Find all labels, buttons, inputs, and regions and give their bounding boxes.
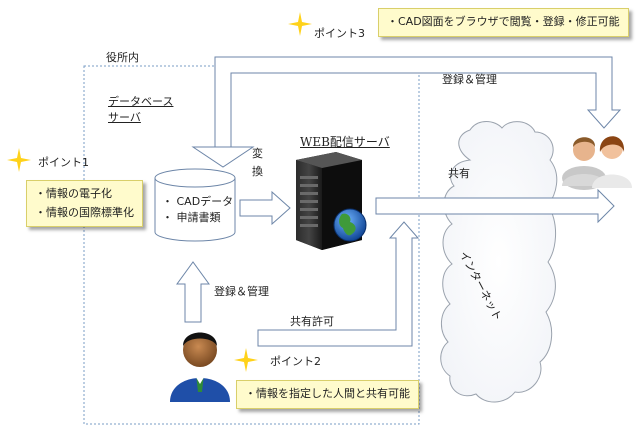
point3-line1: ・CAD図面をブラウザで閲覧・登録・修正可能 xyxy=(387,15,620,28)
star-icon-point2 xyxy=(234,348,258,372)
point2-note: ・情報を指定した人間と共有可能 xyxy=(236,380,419,409)
arrow-share-permission xyxy=(257,221,420,347)
point1-title: ポイント1 xyxy=(38,156,89,169)
convert-label-char1: 変 xyxy=(252,147,263,160)
internet-cloud xyxy=(440,121,558,403)
staff-person-icon xyxy=(170,332,230,402)
office-label: 役所内 xyxy=(106,51,139,64)
top-flow-arrow xyxy=(191,56,622,168)
db-item-documents: ・ 申請書類 xyxy=(162,211,221,224)
convert-label-char2: 換 xyxy=(252,165,263,178)
arrow-up-to-db xyxy=(176,261,210,323)
point1-note: ・情報の電子化 ・情報の国際標準化 xyxy=(26,180,143,228)
arrow-db-to-web xyxy=(239,190,291,226)
star-icon-point3 xyxy=(288,12,312,36)
point3-title: ポイント3 xyxy=(314,27,365,40)
database-cylinder xyxy=(154,168,236,242)
point2-title: ポイント2 xyxy=(270,355,321,368)
share-permission-label: 共有許可 xyxy=(290,315,334,328)
point3-note: ・CAD図面をブラウザで閲覧・登録・修正可能 xyxy=(378,8,629,37)
arrow-web-to-users xyxy=(375,188,615,224)
db-item-cad: ・ CADデータ xyxy=(162,195,234,208)
register-manage-bottom-label: 登録＆管理 xyxy=(214,285,269,298)
office-boundary xyxy=(83,65,420,425)
point1-line1: ・情報の電子化 xyxy=(35,187,112,200)
point2-line1: ・情報を指定した人間と共有可能 xyxy=(245,387,410,400)
db-server-label-line1: データベース xyxy=(108,95,174,108)
db-server-label-line2: サーバ xyxy=(108,111,141,124)
web-server-label: WEB配信サーバ xyxy=(300,135,390,149)
star-icon-point1 xyxy=(7,148,31,172)
globe-icon xyxy=(333,208,367,242)
point1-line2: ・情報の国際標準化 xyxy=(35,205,134,219)
register-manage-top-label: 登録＆管理 xyxy=(442,73,497,86)
users-icon xyxy=(562,136,632,190)
share-label: 共有 xyxy=(448,167,470,180)
